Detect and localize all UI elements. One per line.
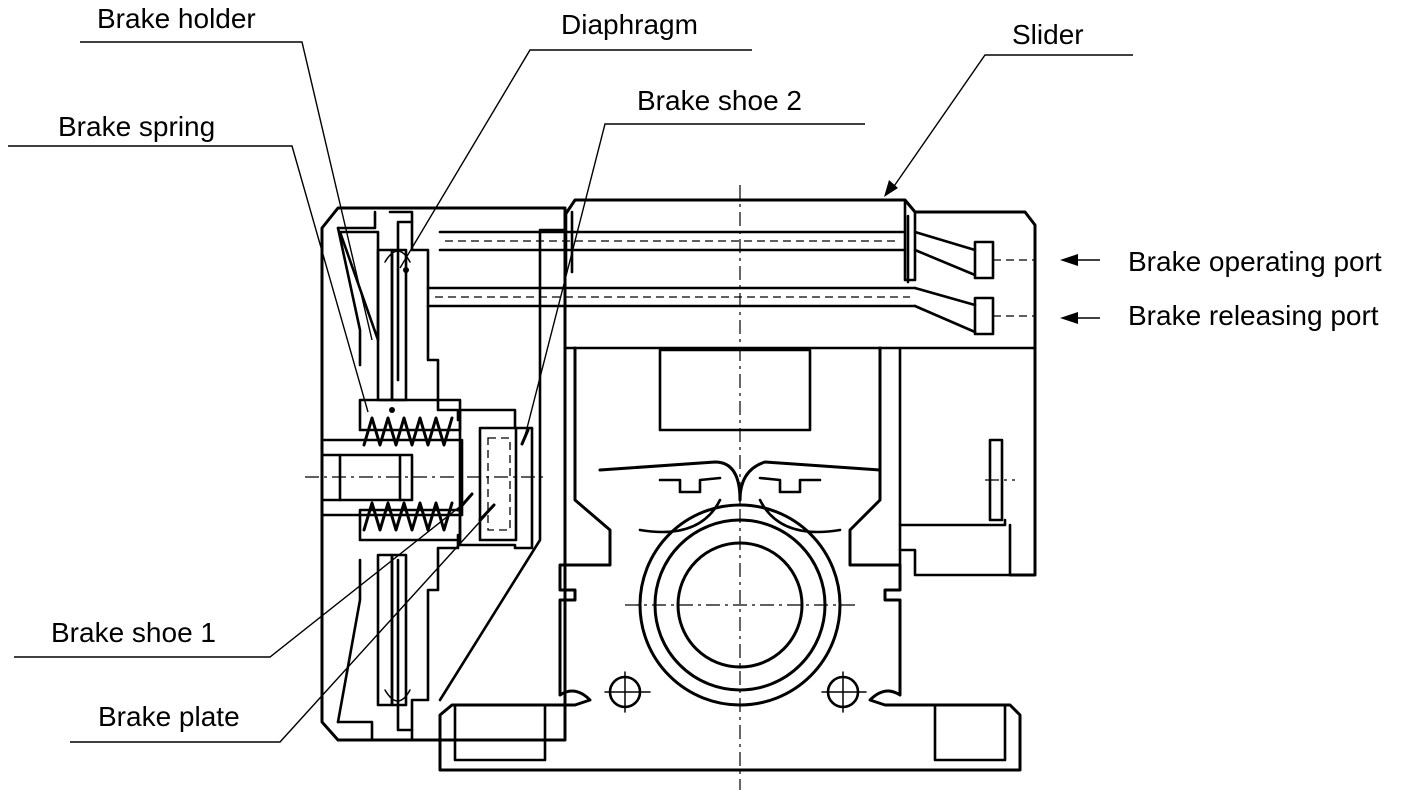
brake-shoe-2-label: Brake shoe 2 [637,85,802,116]
leader-brake-holder [80,41,373,341]
center-lines [305,185,1015,790]
leader-slider [884,54,1133,197]
leader-brake-shoe-2 [524,123,865,437]
leader-diaphragm [399,49,752,269]
releasing-port-arrow [1060,312,1100,324]
brake-plate-label: Brake plate [98,701,240,732]
slider-body [426,198,1037,577]
diaphragm-label: Diaphragm [561,9,698,40]
slider-label: Slider [1012,19,1084,50]
leader-brake-plate [70,514,487,743]
brake-releasing-port-label: Brake releasing port [1128,300,1379,331]
leader-brake-spring [8,145,369,413]
brake-operating-port-label: Brake operating port [1128,246,1382,277]
operating-port-arrow [1060,254,1100,266]
brake-holder-label: Brake holder [97,3,256,34]
brake-shoe-1-label: Brake shoe 1 [51,617,216,648]
leader-brake-shoe-1 [14,504,463,658]
brake-spring-label: Brake spring [58,111,215,142]
brake-body [320,206,567,742]
